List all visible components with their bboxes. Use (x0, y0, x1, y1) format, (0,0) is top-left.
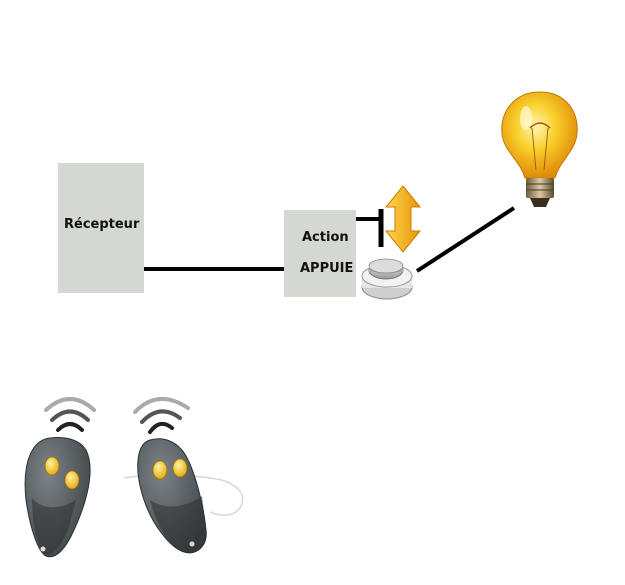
remote-control-icon (24, 397, 96, 558)
light-bulb-icon (501, 91, 578, 207)
action-block (284, 210, 356, 297)
action-mode-label: APPUIE (300, 261, 354, 276)
wire-button-bulb (415, 206, 516, 273)
remote-control-icon (123, 397, 244, 554)
wireless-signal-icon (133, 397, 190, 434)
receiver-block (58, 163, 144, 293)
receiver-label: Récepteur (64, 217, 140, 232)
push-button-icon (361, 258, 413, 300)
action-title: Action (302, 230, 349, 245)
up-down-arrow-icon (384, 185, 422, 253)
wireless-signal-icon (44, 397, 96, 432)
contact-bracket (356, 209, 384, 247)
